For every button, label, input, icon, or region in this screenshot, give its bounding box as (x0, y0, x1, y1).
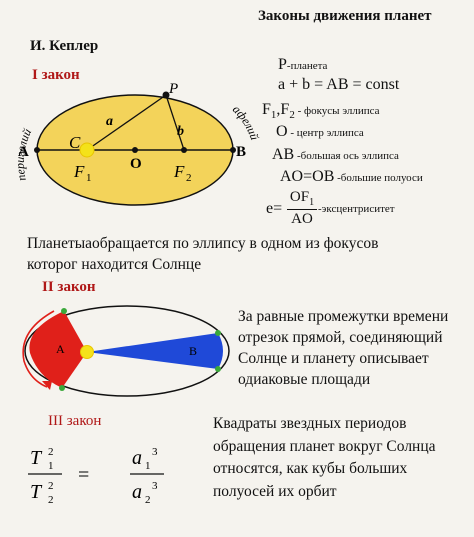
label-area-a: A (56, 342, 65, 356)
label-seg-b: b (177, 124, 184, 139)
label-f1-sub: 1 (86, 172, 92, 184)
formula-t2: T (30, 481, 43, 503)
segment-b-line (165, 94, 185, 151)
formula-a1-sup: 3 (152, 446, 158, 458)
legend-semi-axes: AO=OB -большие полуоси (280, 168, 423, 185)
planet-marker-4 (215, 366, 221, 372)
law1-ellipse-diagram: A B O P C F 1 F 2 a b перигелий афелий (13, 81, 262, 206)
formula-a1: a (132, 447, 142, 469)
legend-planet: P-планета (278, 56, 328, 73)
planet-dot (162, 91, 170, 99)
label-c: C (69, 133, 81, 152)
law2-area-diagram: A B (22, 305, 230, 397)
law3-description-line1: Квадраты звездных периодов (213, 415, 407, 432)
point-b-dot (230, 147, 236, 153)
author-name: И. Кеплер (30, 38, 99, 54)
law2-heading: II закон (42, 279, 96, 295)
planet-marker-2 (59, 385, 65, 391)
label-b: B (236, 144, 246, 160)
center-dot (132, 147, 138, 153)
area-a-sector (29, 311, 87, 388)
area-b-sector (87, 333, 223, 369)
planet-marker-1 (61, 308, 67, 314)
focus2-dot (181, 147, 187, 153)
label-f1: F (73, 162, 85, 181)
arc-arrow (22, 310, 55, 388)
formula-t1-sup: 2 (48, 446, 54, 458)
formula-a1-sub: 1 (145, 460, 151, 472)
law2-description-line1: За равные промежутки времени (238, 308, 449, 325)
eccentricity-fraction: OF1 AO (287, 189, 317, 228)
law3-description-line2: обращения планет вокруг Солнца (213, 437, 436, 455)
legend-constant: a + b = AB = const (278, 76, 400, 93)
arrow-head-icon (42, 381, 52, 390)
point-a-dot (34, 147, 40, 153)
page-title: Законы движения планет (258, 8, 432, 24)
law1-description-line2: которог находится Солнце (27, 256, 202, 273)
legend-eccentricity-label: e= (266, 200, 283, 217)
legend-major-axis: AB -большая ось эллипса (272, 146, 399, 163)
label-o: O (130, 156, 142, 172)
label-p: P (168, 81, 178, 97)
law2-description-line4: одиаковые площади (238, 371, 371, 388)
law2-description-line3: Солнце и планету описывает (238, 350, 429, 367)
law3-description-line3: относятся, как кубы больших (213, 460, 408, 477)
formula-equals: = (78, 464, 89, 486)
law1-heading: I закон (32, 67, 80, 83)
formula-a2-sup: 3 (152, 480, 158, 492)
formula-t2-sub: 2 (48, 494, 54, 506)
label-a: A (18, 144, 29, 160)
formula-t1: T (30, 447, 43, 469)
label-area-b: B (189, 344, 197, 358)
law2-description-line2: отрезок прямой, соединяющий (238, 329, 443, 346)
sun-icon-2 (80, 345, 94, 359)
law1-description-line1: Планетыаобращается по эллипсу в одном из… (27, 235, 379, 252)
legend-foci: F1,F2 - фокусы эллипса (262, 101, 380, 121)
formula-a2-sub: 2 (145, 494, 151, 506)
law3-description-line4: полуосей их орбит (213, 482, 337, 500)
segment-a-line (86, 94, 167, 151)
legend-eccentricity-text: -эксцентриситет (318, 203, 395, 215)
label-f2: F (173, 162, 185, 181)
planet-marker-3 (215, 330, 221, 336)
formula-a2: a (132, 481, 142, 503)
label-seg-a: a (106, 114, 113, 129)
formula-t1-sub: 1 (48, 460, 54, 472)
legend-center: O - центр эллипса (276, 123, 364, 140)
formula-t2-sup: 2 (48, 480, 54, 492)
label-aphelion: афелий (230, 102, 262, 142)
law3-heading: III закон (48, 413, 102, 429)
sun-icon (79, 142, 95, 158)
law3-formula: T 1 2 T 2 2 = a 1 3 a 2 3 (28, 446, 164, 506)
label-perihelion: перигелий (13, 126, 34, 182)
label-f2-sub: 2 (186, 172, 192, 184)
